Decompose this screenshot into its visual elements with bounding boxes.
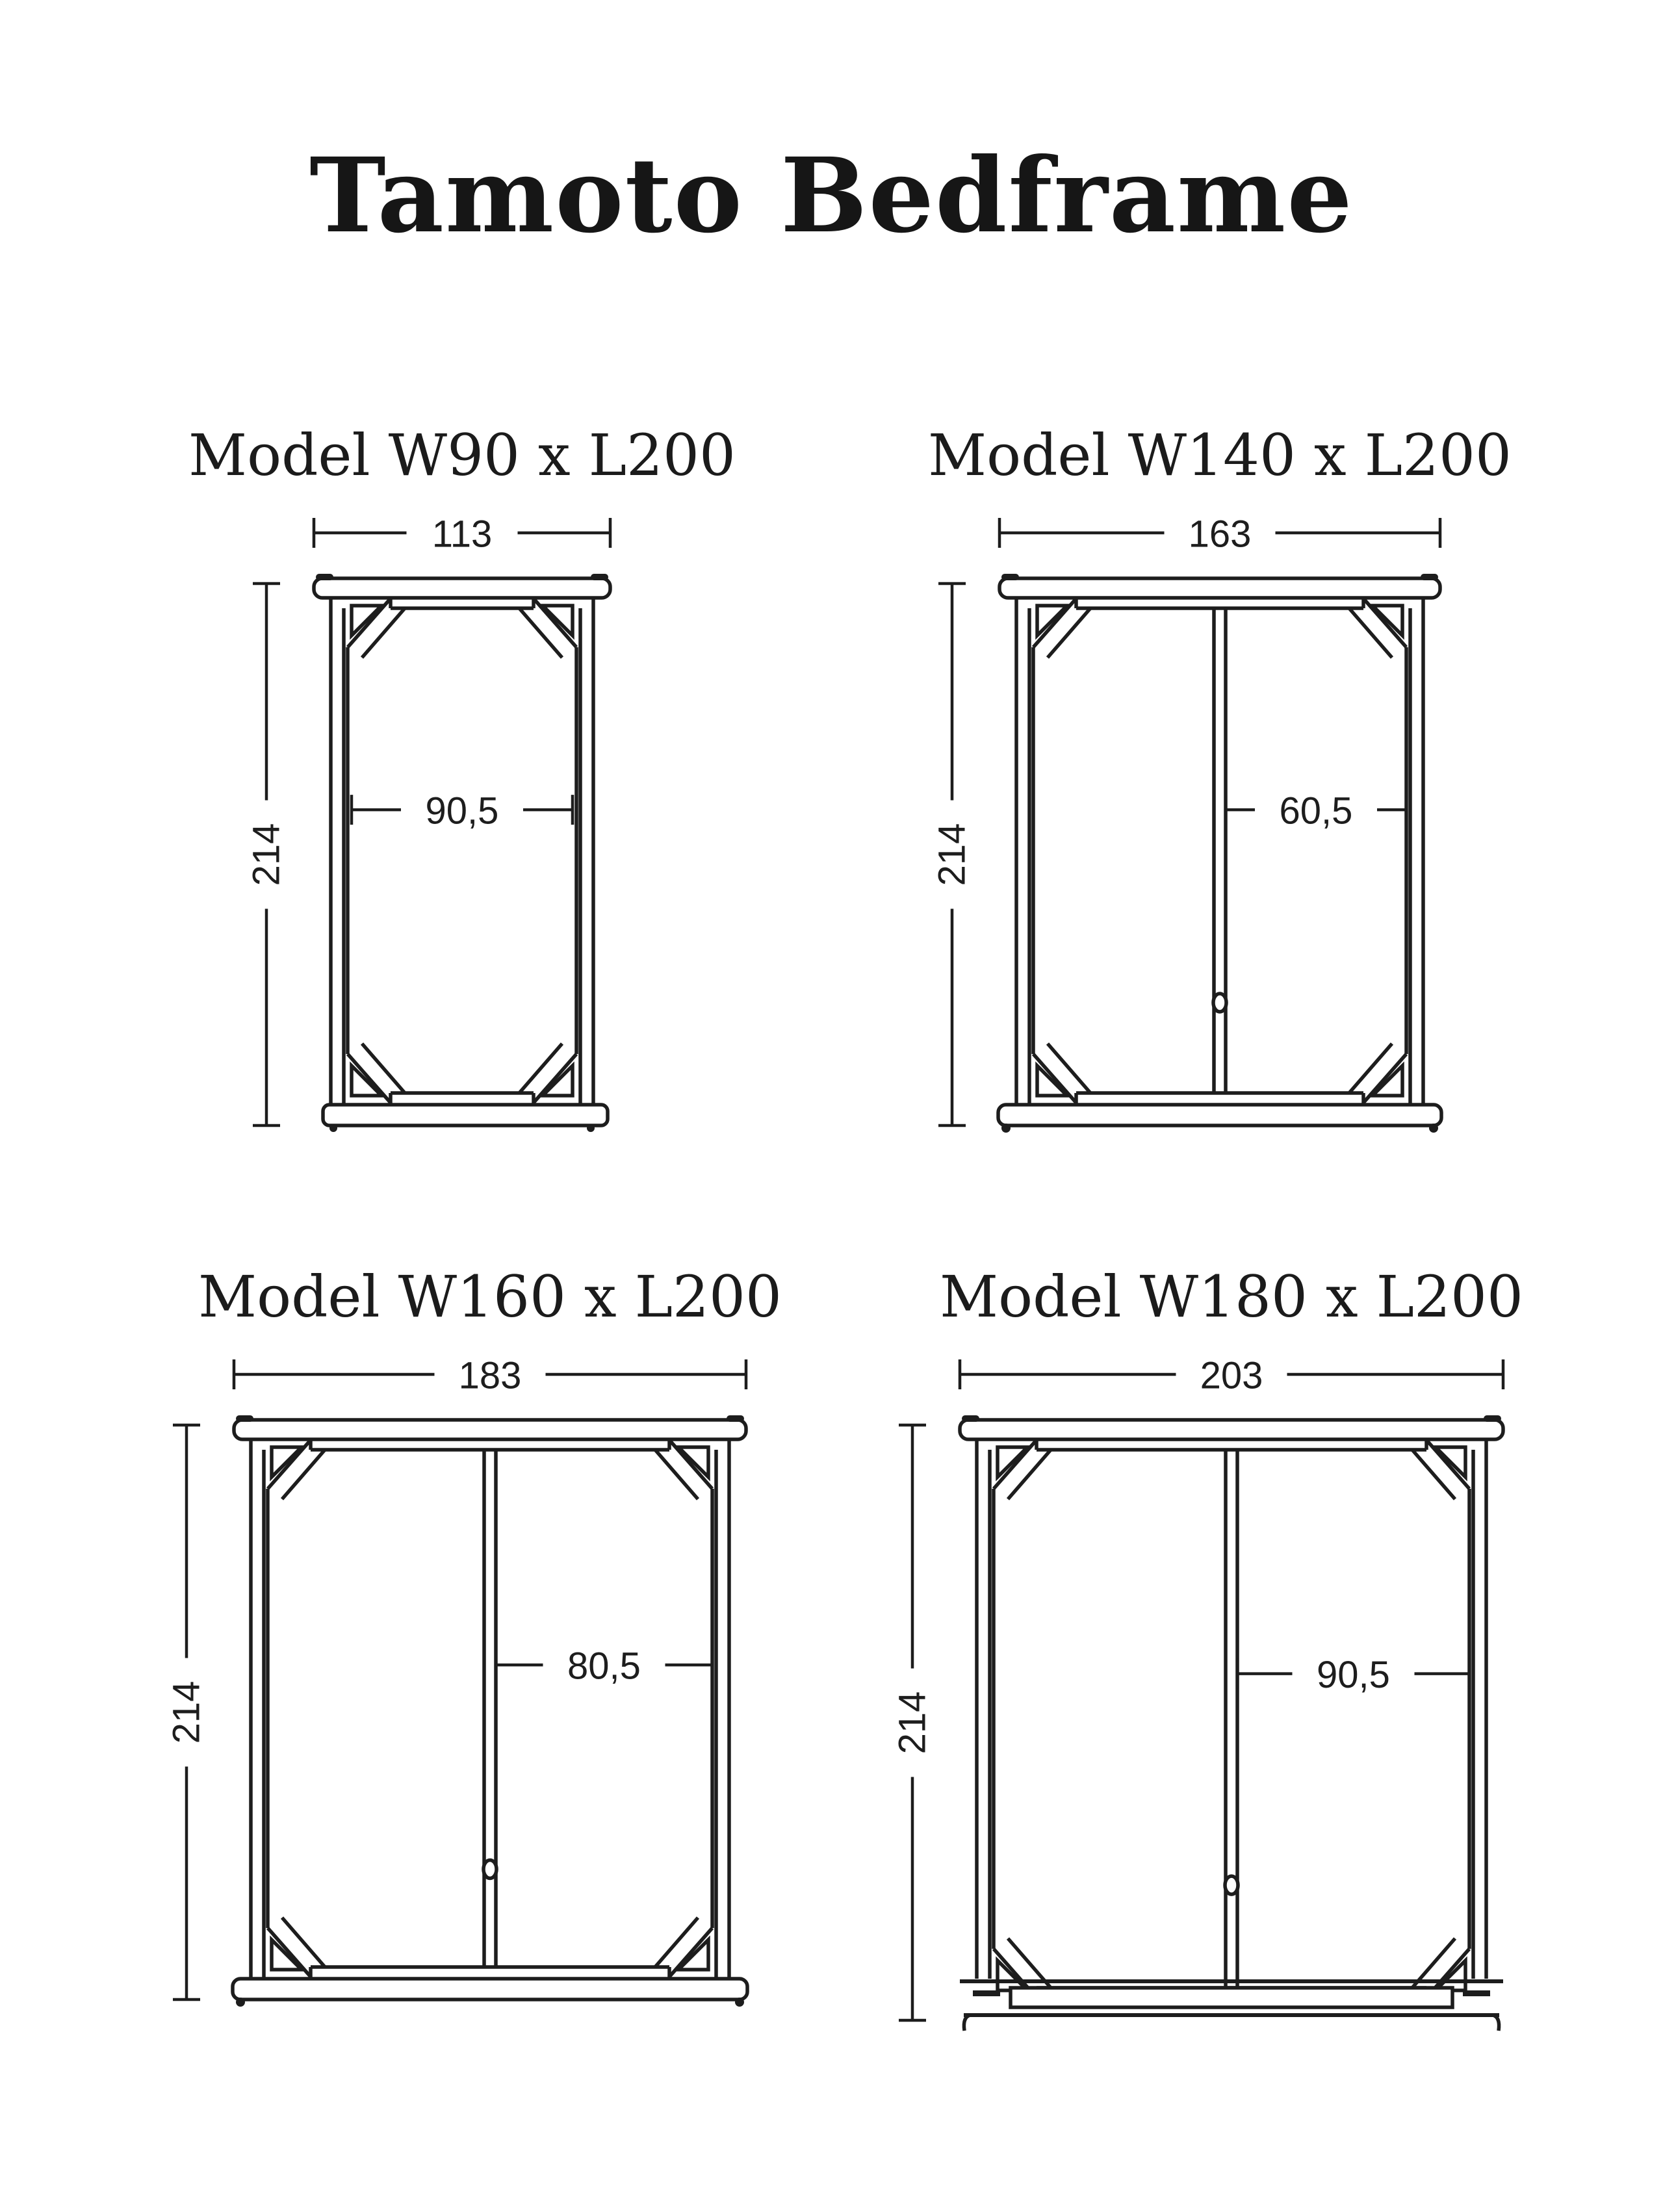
bedframe-drawing: 163 60,5 214	[931, 513, 1443, 1133]
svg-text:80,5: 80,5	[567, 1645, 641, 1688]
page-title: Tamoto Bedframe	[309, 135, 1354, 256]
svg-text:60,5: 60,5	[1280, 790, 1353, 832]
svg-text:214: 214	[931, 823, 973, 886]
model-figure-w180: Model W180 x L200 203 90,5 214	[862, 1257, 1529, 2076]
svg-text:183: 183	[459, 1355, 522, 1397]
svg-text:203: 203	[1200, 1355, 1263, 1397]
svg-text:163: 163	[1189, 513, 1252, 556]
svg-text:90,5: 90,5	[1317, 1654, 1390, 1696]
svg-text:90,5: 90,5	[426, 790, 499, 832]
svg-text:214: 214	[246, 823, 288, 886]
model-title: Model W90 x L200	[188, 421, 736, 489]
model-figure-w90: Model W90 x L200 113 90,5 214	[188, 416, 736, 1181]
bedframe-drawing: 183 80,5 214	[166, 1355, 749, 2007]
model-title: Model W180 x L200	[939, 1263, 1523, 1330]
model-figure-w160: Model W160 x L200 183 80,5 214	[136, 1257, 782, 2055]
model-figure-w140: Model W140 x L200 163 60,5 214	[902, 416, 1512, 1181]
svg-text:113: 113	[432, 513, 492, 556]
svg-text:214: 214	[892, 1691, 934, 1755]
svg-text:214: 214	[166, 1681, 208, 1744]
bedframe-drawing: 113 90,5 214	[246, 513, 612, 1132]
model-title: Model W160 x L200	[198, 1263, 782, 1330]
model-title: Model W140 x L200	[928, 421, 1512, 489]
bedframe-drawing: 203 90,5 214	[892, 1355, 1505, 2031]
